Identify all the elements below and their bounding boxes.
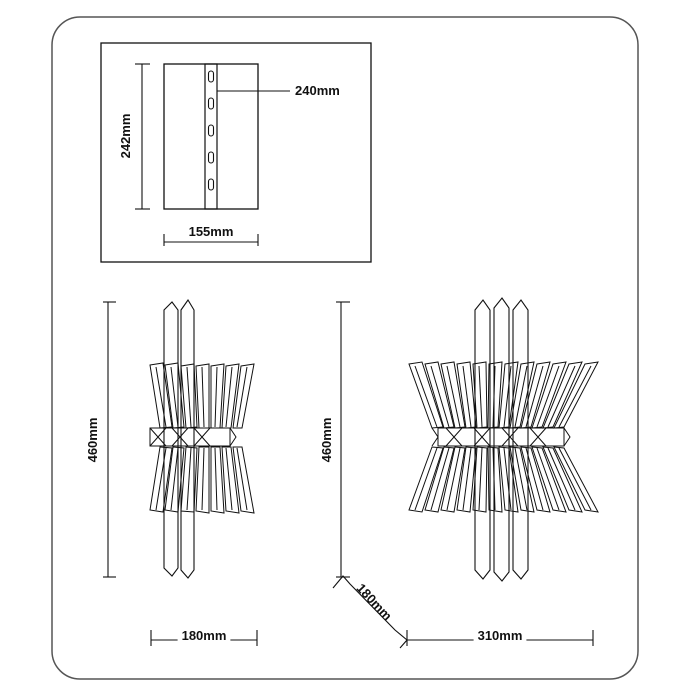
front-view: 460mm: [319, 297, 599, 649]
side-height-dim: [103, 301, 116, 578]
side-center-band: [149, 427, 237, 447]
side-crystals-upper: [149, 362, 255, 429]
front-depth-dim: [332, 575, 408, 649]
side-depth-label-bg: [177, 627, 231, 644]
side-depth-label: 180mm: [182, 628, 227, 643]
side-backplates: [163, 298, 195, 579]
mounting-slots: [207, 70, 215, 191]
backplate-height-label: 242mm: [118, 114, 133, 159]
front-crystals-upper: [408, 361, 599, 429]
side-height-label: 460mm: [85, 418, 100, 463]
front-height-label: 460mm: [319, 418, 334, 463]
front-center-band: [431, 427, 571, 447]
front-depth-label: 180mm: [354, 580, 396, 623]
backplate-height-dim: [135, 63, 150, 210]
front-backplates: [474, 297, 529, 582]
front-crystals-lower: [408, 446, 599, 513]
front-width-label: 310mm: [478, 628, 523, 643]
side-view: 460mm: [85, 298, 258, 646]
side-crystals-lower: [149, 446, 255, 514]
backplate-view: 242mm 155mm 240mm: [100, 42, 372, 263]
front-width-label-bg: [473, 627, 527, 644]
backplate-box: [100, 42, 372, 263]
hole-spacing-label: 240mm: [295, 83, 340, 98]
backplate-width-label: 155mm: [189, 224, 234, 239]
mounting-rail: [204, 63, 218, 210]
backplate-width-dim: [163, 234, 259, 246]
outer-frame: [51, 16, 639, 680]
front-height-dim: [336, 301, 350, 578]
